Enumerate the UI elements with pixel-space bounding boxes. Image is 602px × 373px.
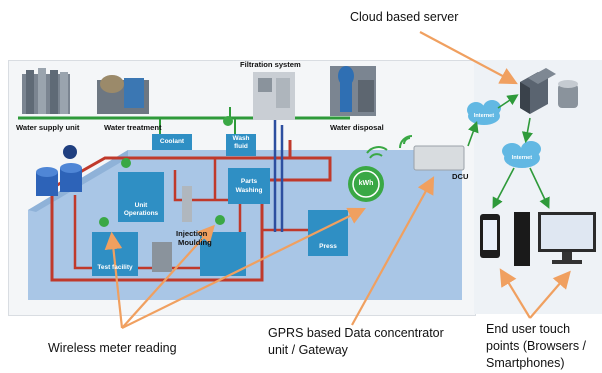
smartphone-icon [480, 214, 500, 258]
water-supply-unit [22, 68, 70, 114]
server-icon [520, 68, 578, 114]
red-pipe-loop [50, 140, 332, 282]
press-label: Press [319, 243, 337, 250]
cloud-server-label: Cloud based server [350, 10, 459, 24]
dcu-label: DCU [452, 172, 469, 181]
water-treatment-unit [97, 75, 149, 114]
desktop-tower-icon [514, 212, 530, 266]
dcu-device [413, 145, 465, 171]
internet-cloud-2 [502, 141, 541, 168]
blue-pipe [273, 120, 284, 232]
injection-label: Injection [176, 229, 208, 238]
monitor-icon [538, 212, 596, 264]
water-supply-label: Water supply unit [16, 123, 80, 132]
kwh-label: kWh [358, 180, 374, 187]
water-treatment-label: Water treatment [104, 123, 162, 132]
machine-unit [152, 242, 172, 272]
internet-cloud-1 [467, 100, 501, 125]
gprs-label-line-1: GPRS based Data concentrator [268, 326, 444, 340]
internet-label-1: Internet [473, 113, 495, 119]
wash-label: Wash [232, 135, 250, 142]
coolant-label: Coolant [159, 138, 185, 145]
wash-fluid-box [226, 134, 256, 156]
washing-label: Washing [235, 187, 263, 194]
wireless-signal-icons [366, 135, 413, 159]
filtration-label: Filtration system [240, 60, 301, 69]
wireless-meter-label: Wireless meter reading [48, 341, 177, 355]
callout-arrows [104, 31, 571, 329]
unit-label: Unit [134, 202, 148, 209]
end-user-label-line-1: End user touch [486, 322, 571, 336]
kwh-meter [348, 166, 384, 202]
unit-operations-box [118, 172, 164, 222]
end-user-label-line-3: Smartphones) [486, 356, 565, 370]
internet-label-2: Internet [511, 155, 533, 161]
parts-washing-box [228, 168, 270, 204]
gprs-label-line-2: unit / Gateway [268, 343, 348, 357]
moulding-label: Moulding [178, 238, 212, 247]
water-disposal-unit [330, 66, 376, 116]
end-user-label-line-2: points (Browsers / [486, 339, 587, 353]
parts-label: Parts [240, 178, 258, 185]
fluid-label: fluid [234, 143, 248, 150]
test-facility-label: Test facility [97, 264, 133, 271]
water-disposal-label: Water disposal [330, 123, 384, 132]
coolant-box [152, 134, 192, 150]
storage-tanks [36, 145, 82, 196]
injection-column [182, 186, 192, 222]
filtration-system [253, 72, 295, 120]
meter-icons [99, 116, 233, 227]
operations-label: Operations [123, 210, 159, 217]
